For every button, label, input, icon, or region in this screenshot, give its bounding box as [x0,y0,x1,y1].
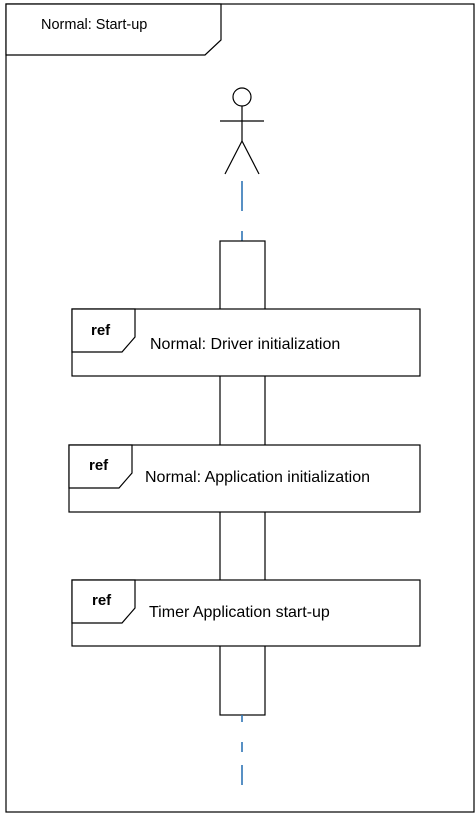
ref-label: Normal: Application initialization [145,469,370,486]
ref-tag: ref [89,457,109,474]
ref-label: Timer Application start-up [149,604,330,621]
ref-tag: ref [91,322,111,339]
ref-tag: ref [92,592,112,609]
ref-tag-tab [68,444,133,489]
frame-title: Normal: Start-up [41,17,147,33]
ref-label: Normal: Driver initialization [150,336,340,353]
ref-tag-tab [71,579,136,624]
frame-title-tab [5,3,222,56]
ref-tag-tab [71,308,136,353]
ref-fragment-driver-initialization[interactable]: ref Normal: Driver initialization [71,308,421,377]
ref-fragment-timer-application-start-up[interactable]: ref Timer Application start-up [71,579,421,647]
actor-icon [220,87,264,175]
ref-fragment-application-initialization[interactable]: ref Normal: Application initialization [68,444,421,513]
